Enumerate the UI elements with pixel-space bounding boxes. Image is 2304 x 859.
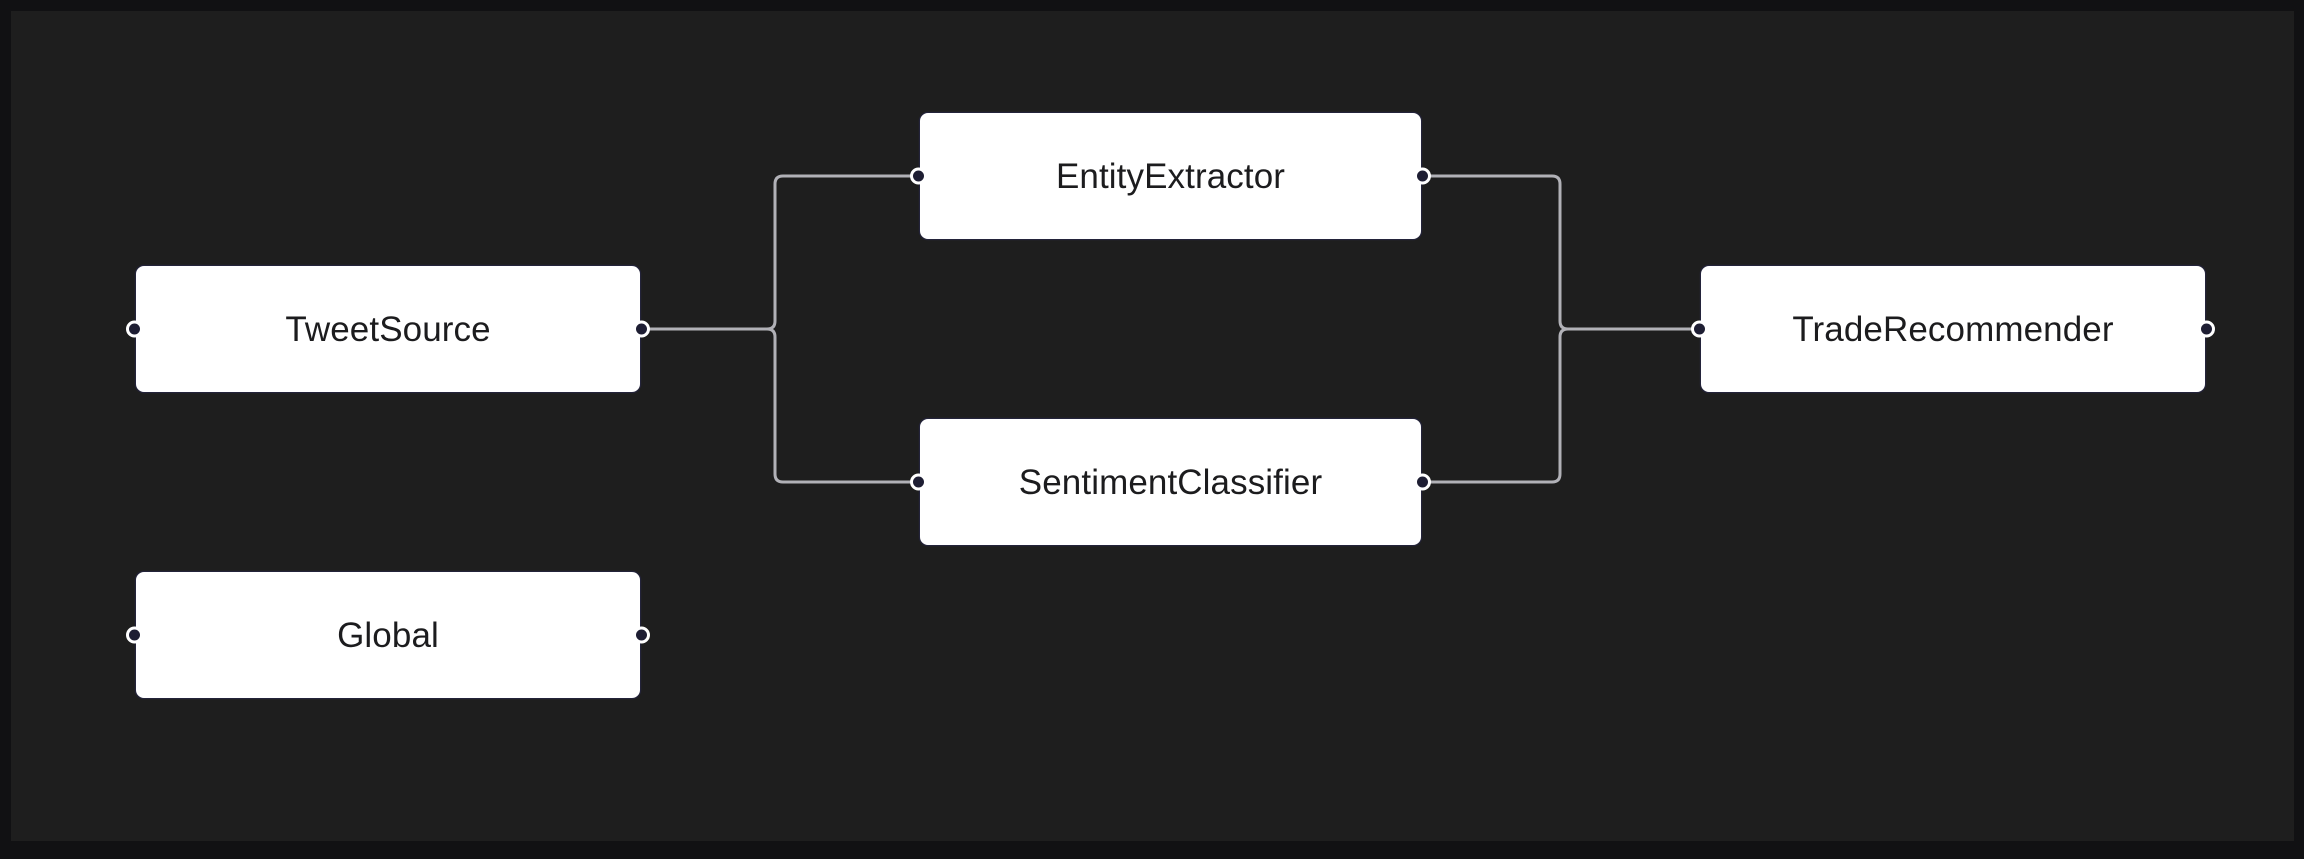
node-tweet-source[interactable]: TweetSource — [126, 265, 650, 393]
handle-target-sentiment-classifier[interactable] — [910, 473, 927, 491]
node-label-global: Global — [337, 615, 439, 655]
edge-sentimentclassifier-to-traderecommender[interactable] — [1428, 327, 1700, 484]
edge-entityextractor-to-traderecommender[interactable] — [1428, 174, 1700, 331]
handle-source-sentiment-classifier[interactable] — [1414, 473, 1431, 491]
handle-source-trade-recommender[interactable] — [2198, 320, 2215, 338]
handle-target-global[interactable] — [126, 626, 143, 644]
edge-tweetsource-to-entityextractor[interactable] — [647, 174, 919, 331]
node-label-entity-extractor: EntityExtractor — [1055, 156, 1286, 196]
node-trade-recommender[interactable]: TradeRecommender — [1691, 265, 2215, 393]
edge-tweetsource-to-sentimentclassifier[interactable] — [647, 327, 919, 484]
node-global[interactable]: Global — [126, 571, 650, 699]
handle-target-entity-extractor[interactable] — [910, 167, 927, 185]
node-sentiment-classifier[interactable]: SentimentClassifier — [910, 418, 1431, 546]
node-entity-extractor[interactable]: EntityExtractor — [910, 112, 1431, 240]
handle-target-trade-recommender[interactable] — [1691, 320, 1708, 338]
handle-source-global[interactable] — [633, 626, 650, 644]
node-label-trade-recommender: TradeRecommender — [1792, 309, 2114, 349]
flow-canvas[interactable]: TweetSource EntityExtractor SentimentCla… — [11, 11, 2294, 841]
node-label-tweet-source: TweetSource — [285, 309, 491, 349]
handle-source-tweet-source[interactable] — [633, 320, 650, 338]
handle-target-tweet-source[interactable] — [126, 320, 143, 338]
handle-source-entity-extractor[interactable] — [1414, 167, 1431, 185]
node-label-sentiment-classifier: SentimentClassifier — [1018, 462, 1323, 502]
